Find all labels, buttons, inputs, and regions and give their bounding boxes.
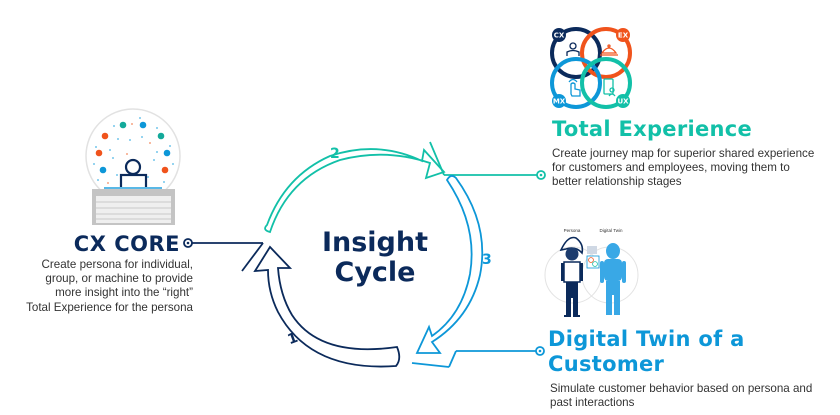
touch-icon <box>568 78 581 97</box>
cx-core-title: CX CORE <box>73 232 180 256</box>
digital-twin-illustration: Persona Digital Twin <box>544 228 639 317</box>
total-experience-rings-icon: CX EX MX UX <box>550 27 632 109</box>
cx-core-description: Create persona for individual, group, or… <box>0 258 193 315</box>
ux-badge: UX <box>617 98 629 106</box>
insight-cycle-title: Insight Cycle <box>300 228 450 288</box>
person-icon <box>566 42 580 56</box>
center-line-1: Insight <box>321 227 429 258</box>
total-experience-title: Total Experience <box>552 117 753 141</box>
mx-badge: MX <box>553 98 566 106</box>
cycle-arrow-2 <box>264 148 446 234</box>
total-experience-connector <box>429 141 546 180</box>
persona-label: Persona <box>564 228 581 233</box>
cx-core-desc-line: more insight into the “right” <box>55 286 193 300</box>
step-number-3: 3 <box>482 252 492 268</box>
digital-twin-title-line: Customer <box>548 352 665 376</box>
total-experience-desc-line: Create journey map for superior shared e… <box>552 147 815 160</box>
cycle-arrow-1 <box>253 245 401 368</box>
digital-twin-label: Digital Twin <box>600 228 623 233</box>
persona-figure <box>559 236 584 317</box>
center-line-2: Cycle <box>334 257 416 288</box>
mobile-user-icon <box>603 78 616 97</box>
cloche-icon <box>600 44 618 56</box>
cycle-arrow-3 <box>415 175 484 354</box>
digital-twin-desc-line: past interactions <box>550 396 635 410</box>
cx-core-connector <box>183 238 264 272</box>
step-number-2: 2 <box>330 146 340 162</box>
cx-core-globe-icon <box>85 108 181 225</box>
total-experience-description: Create journey map for superior shared e… <box>552 147 840 190</box>
cx-core-desc-line: Total Experience for the persona <box>26 300 193 314</box>
total-experience-desc-line: better relationship stages <box>552 175 682 189</box>
cx-badge: CX <box>554 32 565 40</box>
digital-twin-desc-line: Simulate customer behavior based on pers… <box>550 382 813 395</box>
digital-twin-title-line: Digital Twin of a <box>548 327 745 351</box>
digital-twin-title: Digital Twin of a Customer <box>548 327 745 377</box>
digital-twin-connector <box>411 346 545 368</box>
cx-core-desc-line: Create persona for individual, <box>41 258 193 271</box>
digital-twin-figure <box>600 243 626 315</box>
digital-twin-description: Simulate customer behavior based on pers… <box>550 382 840 410</box>
cx-core-desc-line: group, or machine to provide <box>45 272 193 286</box>
ex-badge: EX <box>618 32 629 40</box>
total-experience-desc-line: for customers and employees, moving them… <box>552 161 790 175</box>
